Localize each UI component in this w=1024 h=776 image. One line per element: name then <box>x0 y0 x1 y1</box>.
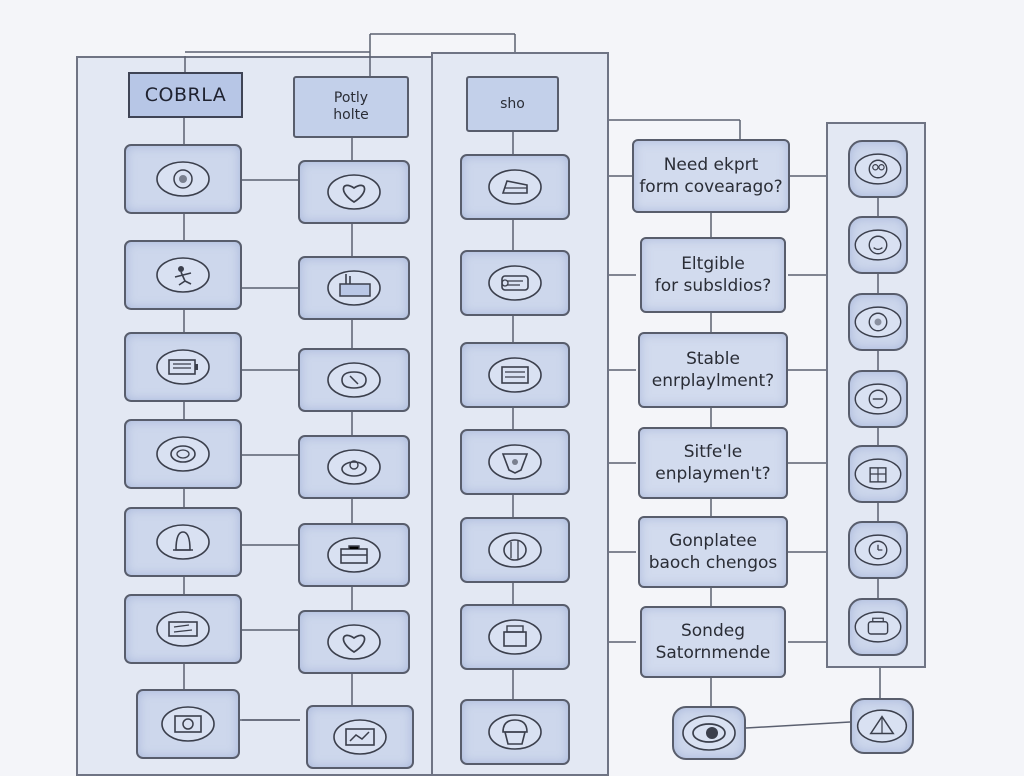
col1-node-3[interactable] <box>124 332 242 402</box>
col5-node-3[interactable] <box>848 293 908 351</box>
col1-node-6[interactable] <box>124 594 242 664</box>
badge-icon <box>854 306 902 338</box>
col3-node-7[interactable] <box>460 699 570 765</box>
plate-icon <box>156 161 210 197</box>
header-label-3: sho <box>500 95 525 112</box>
owl-icon <box>854 153 902 185</box>
col3-node-2[interactable] <box>460 250 570 316</box>
question-2-line1: Eltgible <box>681 254 745 274</box>
col5-node-4[interactable] <box>848 370 908 428</box>
question-node-2[interactable]: Eltgible for subsldios? <box>640 237 786 313</box>
title-label: COBRLA <box>144 84 227 106</box>
shield-icon <box>488 444 542 480</box>
dish-icon <box>854 383 902 415</box>
col3-node-1[interactable] <box>460 154 570 220</box>
header-node-col2[interactable]: Potly holte <box>293 76 409 138</box>
clock-icon <box>854 534 902 566</box>
col2-node-2[interactable] <box>298 256 410 320</box>
col1-node-4[interactable] <box>124 419 242 489</box>
camera-icon <box>161 706 215 742</box>
col1-node-1[interactable] <box>124 144 242 214</box>
question-6-line1: Sondeg <box>680 621 745 641</box>
question-5-line2: baoch chengos <box>648 553 778 573</box>
col3-node-5[interactable] <box>460 517 570 583</box>
question-3-line2: enrplaylment? <box>651 371 775 391</box>
toaster-icon <box>854 611 902 643</box>
battery-icon <box>156 349 210 385</box>
pill-icon <box>327 362 381 398</box>
bell-icon <box>156 524 210 560</box>
question-node-6[interactable]: Sondeg Satornmende <box>640 606 786 678</box>
eye-icon <box>682 715 736 751</box>
question-node-5[interactable]: Gonplatee baoch chengos <box>638 516 788 588</box>
scroll-icon <box>488 265 542 301</box>
coin-icon <box>156 436 210 472</box>
face-icon <box>854 229 902 261</box>
col5-node-6[interactable] <box>848 521 908 579</box>
col2-node-4[interactable] <box>298 435 410 499</box>
col2-node-3[interactable] <box>298 348 410 412</box>
chart-icon <box>333 719 387 755</box>
col2-node-7[interactable] <box>306 705 414 769</box>
question-node-4[interactable]: Sitfe'le enplaymen't? <box>638 427 788 499</box>
heart-icon <box>327 174 381 210</box>
question-node-1[interactable]: Need ekprt form covearago? <box>632 139 790 213</box>
question-2-line2: for subsldios? <box>654 276 772 296</box>
col3-node-4[interactable] <box>460 429 570 495</box>
col1-node-7[interactable] <box>136 689 240 759</box>
question-4-line1: Sitfe'le <box>683 442 743 462</box>
col2-node-1[interactable] <box>298 160 410 224</box>
question-4-line2: enplaymen't? <box>655 464 771 484</box>
dancer-icon <box>156 257 210 293</box>
question-5-line1: Gonplatee <box>669 531 757 551</box>
card-icon <box>488 357 542 393</box>
cake-icon <box>327 449 381 485</box>
bread-icon <box>488 532 542 568</box>
col1-node-2[interactable] <box>124 240 242 310</box>
cupcake-icon <box>488 714 542 750</box>
question-1-line1: Need ekprt <box>663 155 759 175</box>
gift-icon <box>854 458 902 490</box>
header-node-col3[interactable]: sho <box>466 76 559 132</box>
cake-slice-icon <box>488 169 542 205</box>
flag-icon <box>327 270 381 306</box>
col5-node-1[interactable] <box>848 140 908 198</box>
col1-node-5[interactable] <box>124 507 242 577</box>
box-icon <box>488 619 542 655</box>
col5-bottom-node[interactable] <box>850 698 914 754</box>
col3-node-3[interactable] <box>460 342 570 408</box>
briefcase-icon <box>327 537 381 573</box>
question-node-3[interactable]: Stable enrplaylment? <box>638 332 788 408</box>
col5-node-5[interactable] <box>848 445 908 503</box>
question-6-line2: Satornmende <box>655 643 771 663</box>
col2-node-5[interactable] <box>298 523 410 587</box>
col5-node-7[interactable] <box>848 598 908 656</box>
col3-node-6[interactable] <box>460 604 570 670</box>
question-3-line1: Stable <box>686 349 740 369</box>
question-1-line2: form covearago? <box>639 177 783 197</box>
tent-icon <box>856 709 908 743</box>
col5-node-2[interactable] <box>848 216 908 274</box>
title-node[interactable]: COBRLA <box>128 72 243 118</box>
heart-icon <box>327 624 381 660</box>
ticket-icon <box>156 611 210 647</box>
col3-bottom-node[interactable] <box>672 706 746 760</box>
header-label-line1: Potly <box>333 90 369 106</box>
header-label-line2: holte <box>333 107 369 123</box>
col2-node-6[interactable] <box>298 610 410 674</box>
